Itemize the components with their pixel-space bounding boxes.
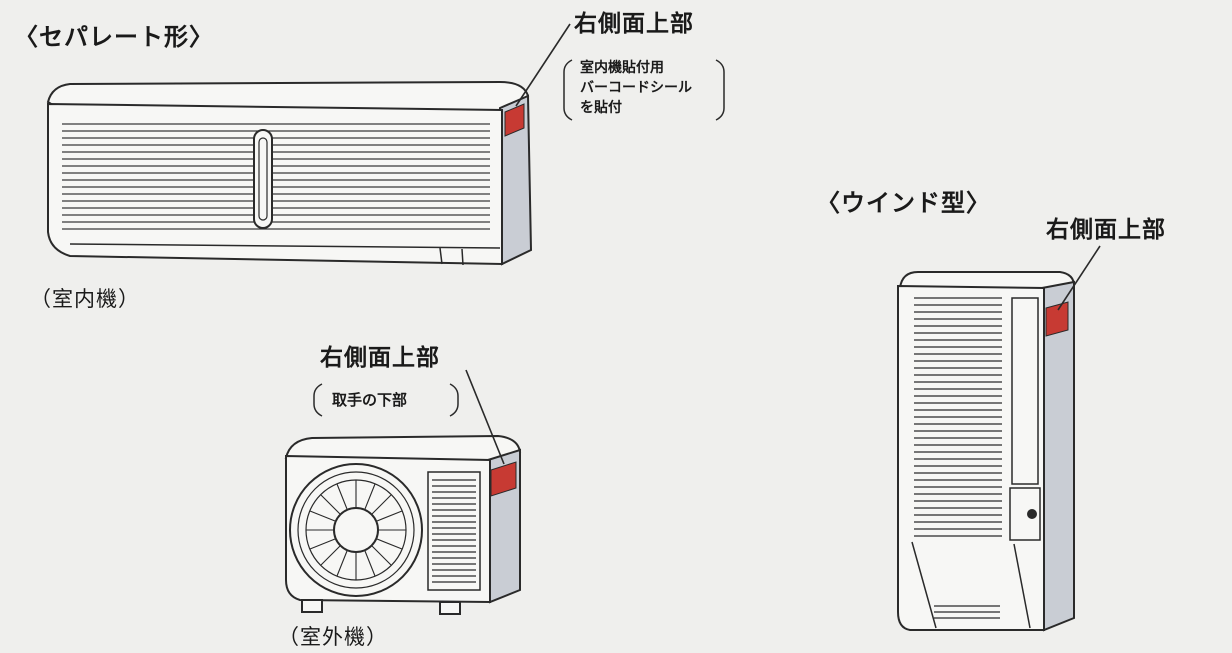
separate-type-heading: 〈セパレート形〉 — [14, 23, 214, 51]
window-callout-label: 右側面上部 — [1046, 217, 1166, 243]
indoor-note-bracket-right — [715, 59, 725, 121]
indoor-unit-front — [47, 102, 503, 266]
window-leader-line — [1057, 245, 1101, 311]
outdoor-callout-label: 右側面上部 — [320, 345, 440, 371]
outdoor-note-bracket-left — [313, 383, 323, 417]
indoor-note-line-2: バーコードシール — [580, 80, 692, 96]
outdoor-unit-caption: （室外機） — [278, 625, 388, 649]
indoor-unit-grille — [62, 123, 490, 230]
window-type-heading: 〈ウインド型〉 — [816, 189, 991, 217]
window-unit-front — [897, 284, 1045, 631]
indoor-unit — [46, 80, 533, 266]
indoor-note: 室内機貼付用 バーコードシール を貼付 — [580, 58, 692, 118]
indoor-leader-line — [515, 23, 571, 107]
outdoor-fan — [289, 463, 423, 597]
indoor-label-patch — [504, 103, 525, 137]
outdoor-vent — [427, 471, 481, 591]
indoor-note-line-1: 室内機貼付用 — [580, 60, 664, 76]
indoor-unit-caption: （室内機） — [30, 287, 140, 311]
outdoor-label-patch — [490, 461, 517, 497]
outdoor-note: 取手の下部 — [332, 391, 408, 409]
indoor-callout-label: 右側面上部 — [574, 11, 694, 37]
outdoor-note-bracket-right — [449, 383, 459, 417]
window-grille — [914, 297, 1002, 619]
indoor-note-bracket-left — [563, 59, 573, 121]
window-label-patch — [1045, 301, 1069, 337]
outdoor-leader-line — [465, 369, 505, 465]
indoor-unit-handle — [253, 129, 273, 229]
window-unit — [897, 271, 1076, 632]
indoor-note-line-3: を貼付 — [580, 100, 622, 116]
